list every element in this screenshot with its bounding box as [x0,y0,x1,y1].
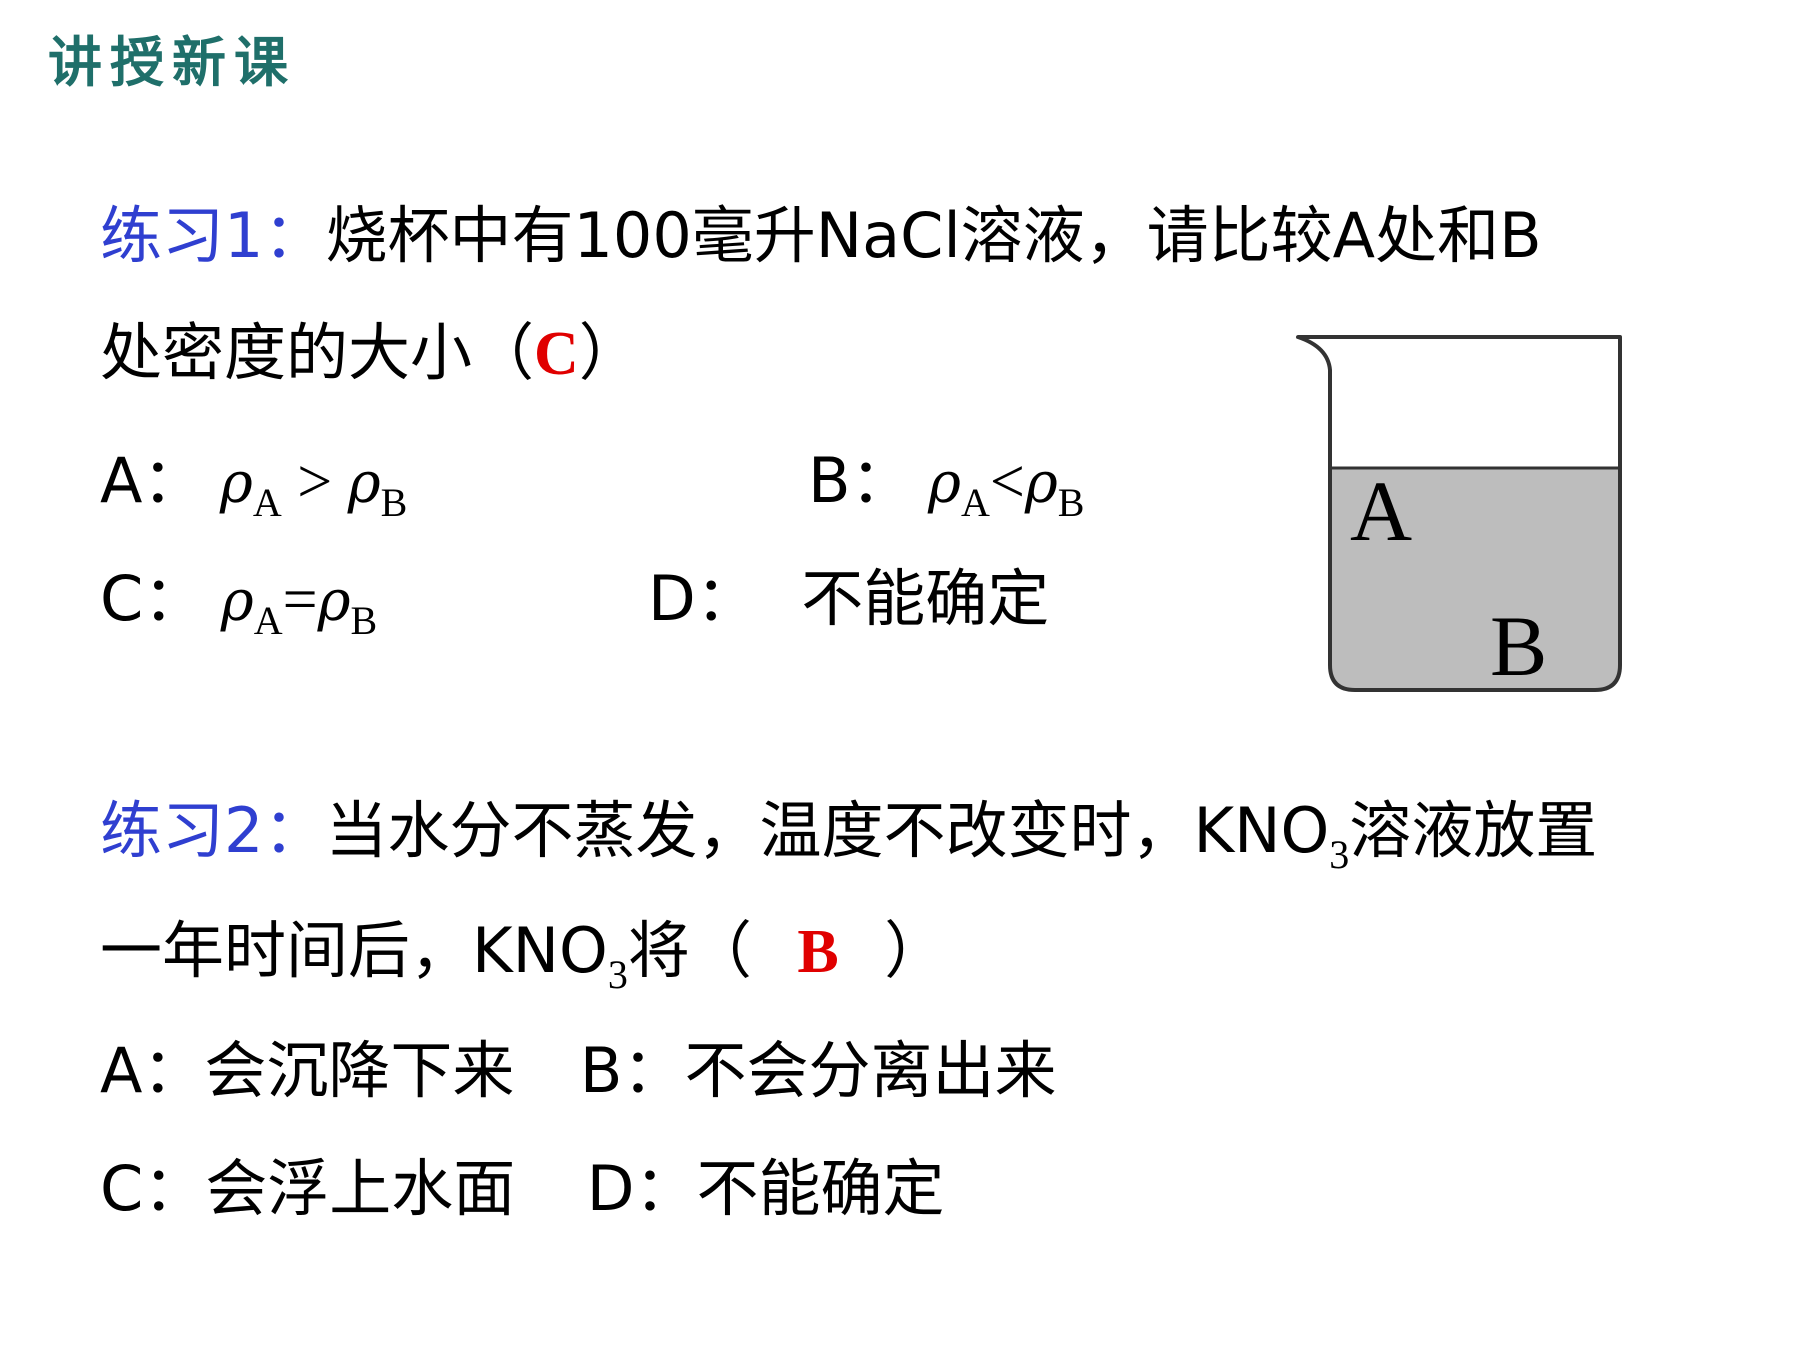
q2-text-line1-b: 溶液放置 [1349,794,1598,867]
rho-symbol: ρ [1024,451,1058,516]
option-a-prefix: A： [100,444,205,517]
subscript-a: A [960,480,990,525]
q1-option-b: B： ρA<ρB [808,450,1084,523]
relation-lt: < [989,448,1025,516]
subscript-a: A [252,480,282,525]
q2-option-b: B：不会分离出来 [579,1034,1057,1107]
q1-label: 练习1： [100,199,326,272]
q1-answer: C [534,320,579,388]
option-d-text: 不能确定 [801,562,1050,635]
q1-line2: 处密度的大小（C） [100,320,641,388]
q2-line2: 一年时间后，KNO3将（ B ） [100,920,946,995]
q2-line1: 练习2：当水分不蒸发，温度不改变时，KNO3溶液放置 [100,800,1597,875]
q1-text-line2: 处密度的大小（ [100,316,535,389]
beaker-outline [1296,335,1622,692]
section-header: 讲授新课 [48,31,296,94]
q2-option-c: C：会浮上水面 [100,1152,516,1225]
beaker-diagram: A B [1296,335,1622,694]
subscript-3: 3 [1329,832,1350,877]
beaker-label-b: B [1490,598,1547,694]
q2-options-ab: A：会沉降下来 B：不会分离出来 [100,1040,1056,1103]
q1-close-paren: ） [578,316,641,389]
rho-symbol: ρ [220,569,254,634]
relation-eq: = [282,566,318,634]
q1-option-a: A： ρA > ρB [100,450,407,523]
q2-text-line2-b: 将（ [627,914,752,987]
subscript-a: A [253,598,283,643]
option-b-prefix: B： [808,444,913,517]
option-c-prefix: C： [100,562,206,635]
relation-gt: > [297,448,333,516]
q2-answer: B [797,918,839,986]
q1-option-c: C： ρA=ρB [100,568,377,641]
q2-option-d: D：不能确定 [586,1152,945,1225]
beaker-liquid [1330,468,1620,690]
subscript-b: B [380,480,408,525]
q2-options-cd: C：会浮上水面 D：不能确定 [100,1158,945,1221]
rho-symbol: ρ [347,451,381,516]
q1-line1: 练习1：烧杯中有100毫升NaCl溶液，请比较A处和B [100,205,1542,268]
q2-option-a: A：会沉降下来 [100,1034,515,1107]
q2-text-line1-a: 当水分不蒸发，温度不改变时，KNO [325,794,1330,867]
rho-symbol: ρ [317,569,351,634]
q2-text-line2-a: 一年时间后，KNO [100,914,608,987]
q2-label: 练习2： [100,794,326,867]
rho-symbol: ρ [928,451,961,516]
q1-option-d: D： 不能确定 [648,568,1049,631]
beaker-label-a: A [1350,463,1412,559]
rho-symbol: ρ [219,451,253,516]
subscript-3: 3 [607,952,628,997]
q1-text-line1: 烧杯中有100毫升NaCl溶液，请比较A处和B [325,199,1542,272]
subscript-b: B [350,598,378,643]
q2-close-paren: ） [884,914,947,987]
subscript-b: B [1057,480,1085,525]
option-d-prefix: D： [648,562,758,635]
